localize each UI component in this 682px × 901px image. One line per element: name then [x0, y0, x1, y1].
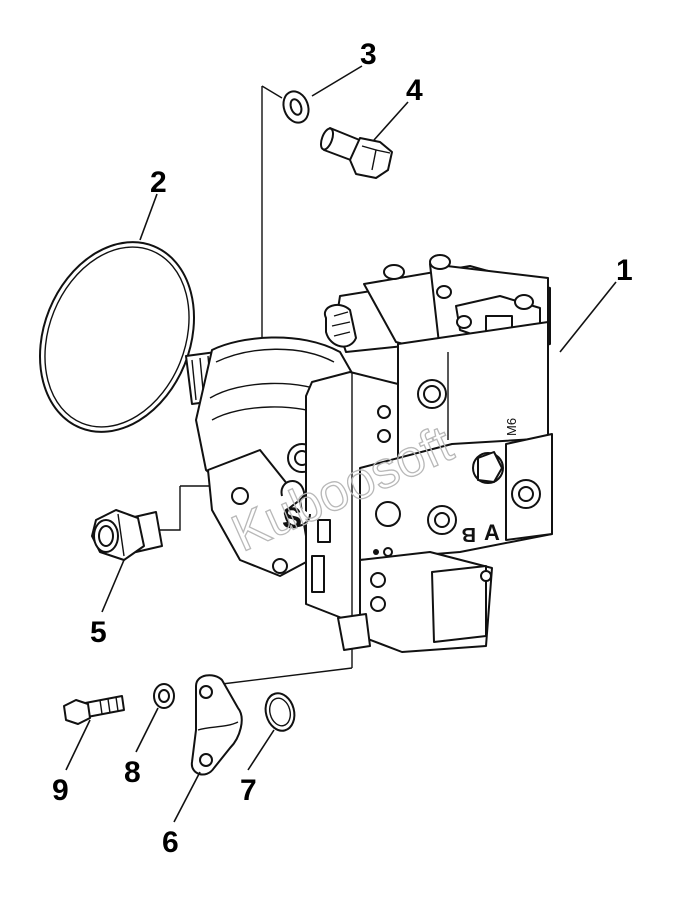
port-b-marking: B [462, 523, 476, 545]
callout-leaders [65, 65, 617, 823]
o-ring-small [264, 692, 296, 732]
callout-3: 3 [360, 38, 377, 71]
logo-marking: S [282, 502, 302, 535]
callout-5: 5 [90, 616, 107, 649]
washer-top [282, 90, 310, 124]
o-ring-large [39, 241, 195, 433]
callout-1: 1 [616, 254, 633, 287]
hex-bolt-top [319, 127, 393, 179]
callout-2: 2 [150, 166, 167, 199]
callout-8: 8 [124, 756, 141, 789]
callout-6: 6 [162, 826, 179, 859]
callout-4: 4 [406, 74, 423, 107]
port-a-marking: A [484, 520, 500, 545]
callout-labels: 1 2 3 4 5 6 7 8 9 [52, 38, 633, 859]
hydraulic-fitting [91, 509, 163, 561]
callout-7: 7 [240, 774, 257, 807]
flange-bolt [63, 695, 125, 725]
callout-9: 9 [52, 774, 69, 807]
washer-small [153, 683, 175, 709]
split-flange [190, 674, 243, 776]
plate-marking: M6 [504, 418, 519, 436]
hydraulic-motor-assembly: A B S M6 [185, 254, 553, 653]
